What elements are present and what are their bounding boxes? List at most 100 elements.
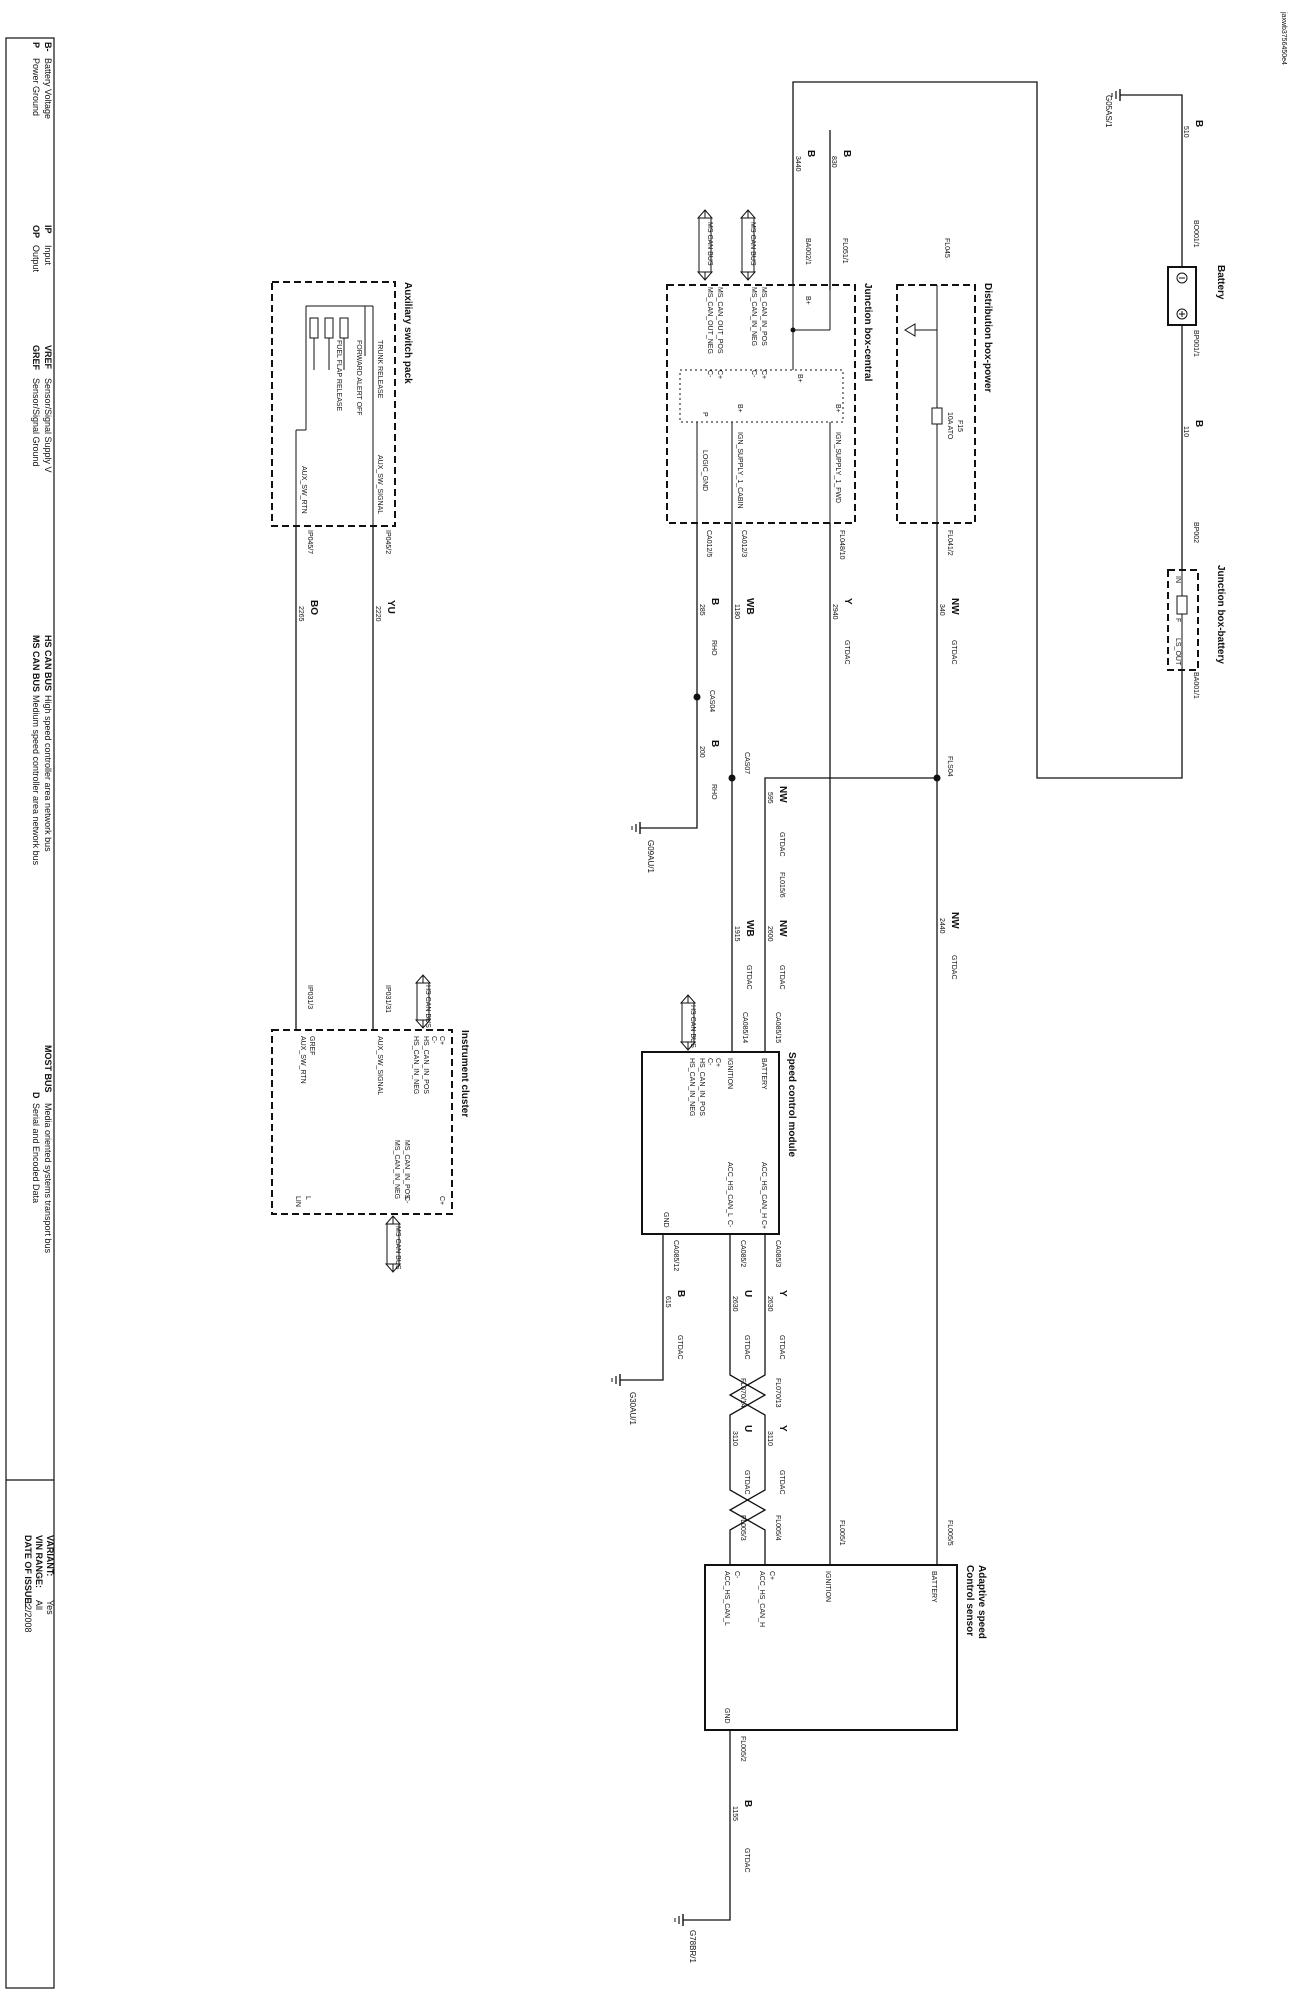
ground-label: G05AS/1	[1104, 95, 1113, 128]
ground-symbol	[631, 822, 641, 834]
vin-range-value: All	[34, 1600, 44, 1610]
wire-color: B	[805, 150, 816, 157]
ms-can-bus-arrow: MS CAN BUS	[384, 1215, 402, 1273]
junction-box-battery-title: Junction box-battery	[1215, 565, 1226, 664]
wire-595	[764, 777, 937, 1052]
wire-color: WB	[744, 598, 755, 615]
bus-label: HS CAN BUS	[424, 985, 431, 1028]
wire-size: GTDAC	[778, 1470, 785, 1495]
legend-text: Serial and Encoded Data	[31, 1103, 41, 1203]
legend-abbr: HS CAN BUS	[43, 635, 53, 691]
junction-box-central-title: Junction box-central	[862, 283, 873, 382]
auxiliary-switch-pack-title: Auxiliary switch pack	[402, 282, 413, 384]
bus-label: HS CAN BUS	[689, 1005, 696, 1048]
wire-number: 2265	[297, 606, 304, 622]
pin-label: C-	[733, 1571, 740, 1579]
wire-color: B	[1193, 420, 1204, 427]
pin-label: C+	[714, 1058, 721, 1067]
pin-label: GND	[723, 1708, 730, 1724]
wire-color: Y	[777, 1425, 788, 1432]
ground-symbol	[611, 1374, 621, 1386]
connector-label: CAS07	[743, 752, 750, 774]
wire-color: NW	[949, 912, 960, 929]
pin-label: C-	[403, 1196, 410, 1204]
junction-box-central: B+ B+ B+ B+ P MS_CAN_IN_POS MS_CAN_IN_NE…	[666, 283, 873, 524]
legend-abbr: MS CAN BUS	[31, 635, 41, 692]
junction-box-battery: IN F LS_OUT Junction box-battery	[1167, 565, 1226, 671]
wire-color: U	[742, 1290, 753, 1297]
wire-number: 2630	[766, 1296, 773, 1312]
connector-label: FL045	[943, 238, 950, 258]
legend-abbr: IP	[43, 225, 53, 234]
bus-label: MS CAN BUS	[749, 222, 756, 266]
pin-label: IGNITION	[824, 1571, 831, 1602]
connector-label: FL070/14	[739, 1378, 746, 1408]
legend-text: Output	[31, 245, 41, 273]
connector-label: FL070/13	[774, 1378, 781, 1408]
wire-size: GTDAC	[743, 1470, 750, 1495]
ground-label: G30AU/1	[628, 1392, 637, 1425]
pin-label: ACC_HS_CAN_L	[726, 1162, 733, 1217]
connector-label: BA001/1	[1192, 672, 1199, 699]
distribution-box-power: F15 10A ATO Distribution box-power	[896, 283, 993, 524]
bus-label: MS CAN BUS	[706, 222, 713, 266]
connector-label: FL005/2	[739, 1736, 746, 1762]
pin-label: C-	[750, 370, 757, 378]
connector-label: BP002	[1192, 522, 1199, 543]
ms-can-bus-arrow: MS CAN BUS	[739, 209, 757, 281]
pin-label: B+	[834, 404, 841, 413]
hs-can-bus-arrow: HS CAN BUS	[414, 974, 432, 1029]
fuse-name: F15	[956, 420, 963, 432]
wire-size: GTDAC	[743, 1848, 750, 1873]
wire-1155	[683, 1730, 731, 1921]
wire-number: 510	[1182, 126, 1189, 138]
connector-label: CAS04	[708, 690, 715, 712]
wire-number: 340	[938, 604, 945, 616]
wire-color: Y	[842, 598, 853, 605]
legend-text: Power Ground	[31, 58, 41, 116]
legend-text: Media oriented systems transport bus	[43, 1103, 53, 1254]
switch-label: FORWARD ALERT OFF	[355, 340, 362, 416]
wire-color: NW	[949, 598, 960, 615]
wire-number: 2630	[731, 1296, 738, 1312]
wire-color: B	[841, 150, 852, 157]
wire-number: 1155	[731, 1806, 738, 1821]
legend-abbr: P	[31, 42, 41, 48]
wire-number: 2600	[766, 926, 773, 942]
vin-range-label: VIN RANGE:	[34, 1535, 44, 1588]
wire-number: 3110	[731, 1431, 738, 1446]
wire-3440	[792, 81, 1183, 779]
connector-label: BO001/1	[1192, 220, 1199, 248]
wire-size: GTDAC	[778, 832, 785, 857]
pin-label: MS_CAN_IN_NEG	[393, 1140, 400, 1199]
bus-label: MS CAN BUS	[394, 1226, 401, 1270]
wire-color: NW	[777, 920, 788, 937]
battery-title: Battery	[1215, 265, 1226, 300]
wire-color: NW	[777, 786, 788, 803]
pin-label: AUX_SW_SIGNAL	[376, 455, 383, 514]
auxiliary-switch-pack: TRUNK RELEASE FORWARD ALERT OFF FUEL FLA…	[271, 281, 413, 527]
legend-text: Medium speed controller area network bus	[31, 695, 41, 866]
connector-label: FL015/6	[778, 872, 785, 898]
connector-label: BA002/1	[804, 238, 811, 265]
legend-abbr: B-	[43, 42, 53, 52]
switch-label: FUEL FLAP RELEASE	[335, 340, 342, 412]
ground-label: G78BR/1	[688, 1930, 697, 1963]
legend-text: Sensor/Signal Supply V	[43, 378, 53, 473]
wire-color: YU	[385, 600, 396, 614]
legend-abbr: D	[31, 1092, 41, 1099]
distribution-box-power-title: Distribution box-power	[982, 283, 993, 393]
date-of-issue-value: 12/2008	[23, 1600, 33, 1633]
pin-label: ACC_HS_CAN_H	[760, 1162, 767, 1218]
instrument-cluster-title: Instrument cluster	[459, 1030, 470, 1117]
wire-color: WB	[744, 920, 755, 937]
wire-color: Y	[777, 1290, 788, 1297]
variant-label: VARIANT:	[45, 1535, 55, 1576]
legend: B- Battery Voltage P Power Ground IP Inp…	[31, 42, 53, 1254]
wire-color: B	[709, 740, 720, 747]
pin-label: C+	[438, 1196, 445, 1205]
pin-label: C+	[438, 1036, 445, 1045]
legend-abbr: VREF	[43, 345, 53, 370]
pin-label: IGN_SUPPLY_1_FWD	[834, 432, 841, 503]
